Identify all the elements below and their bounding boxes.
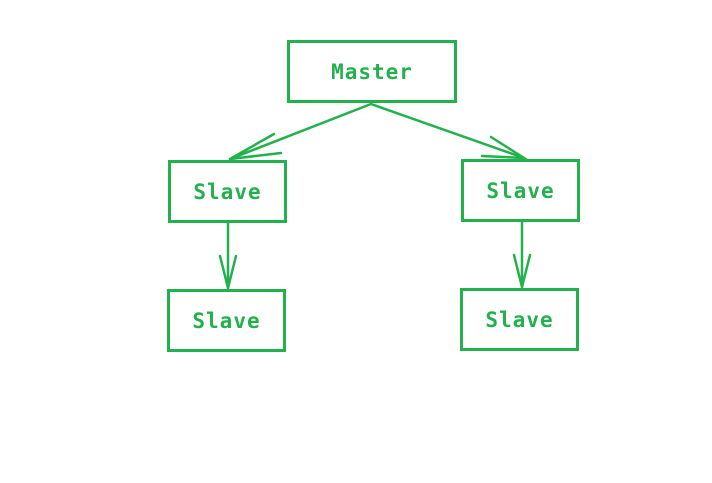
node-slave-left-label: Slave (193, 179, 262, 204)
node-slave-right-child: Slave (460, 288, 579, 351)
node-slave-right: Slave (461, 159, 580, 222)
node-master: Master (287, 40, 457, 103)
edge-master-to-slave-1 (228, 102, 373, 161)
node-slave-left: Slave (168, 160, 287, 223)
edge-slave-2-to-slave-4 (512, 220, 532, 289)
node-slave-right-child-label: Slave (485, 307, 554, 332)
edge-slave-1-to-slave-3 (218, 221, 238, 290)
edge-master-to-slave-2 (369, 102, 529, 160)
node-slave-right-label: Slave (486, 178, 555, 203)
node-master-label: Master (331, 59, 413, 84)
node-slave-left-child: Slave (167, 289, 286, 352)
node-slave-left-child-label: Slave (192, 308, 261, 333)
